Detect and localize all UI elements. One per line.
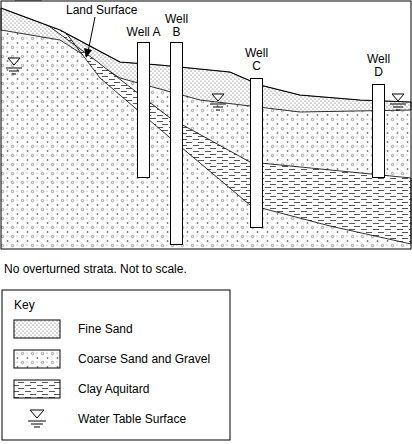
legend-swatch bbox=[14, 320, 60, 338]
section bbox=[1, 1, 411, 249]
well-casing: Well D bbox=[372, 84, 385, 178]
legend-swatch bbox=[28, 410, 46, 427]
note-text: No overturned strata. Not to scale. bbox=[4, 262, 187, 276]
key-title: Key bbox=[14, 298, 35, 312]
well-casing: Well C bbox=[250, 78, 263, 228]
legend-text: Water Table Surface bbox=[78, 412, 186, 426]
well-label: Well B bbox=[160, 13, 194, 39]
key-box bbox=[2, 290, 230, 440]
land-surface-label: Land Surface bbox=[66, 3, 137, 17]
well-label: Well A bbox=[127, 26, 161, 39]
water-table-symbol bbox=[6, 58, 22, 74]
well-casing: Well A bbox=[137, 42, 150, 178]
water-table-symbol bbox=[210, 94, 226, 110]
legend-text: Coarse Sand and Gravel bbox=[78, 352, 210, 366]
water-table-symbols bbox=[6, 58, 406, 110]
well-label: Well D bbox=[362, 53, 396, 79]
coarse-sand-layer bbox=[1, 1, 411, 249]
land-surface-line bbox=[1, 8, 411, 102]
legend-swatch bbox=[14, 350, 60, 368]
legend-text: Clay Aquitard bbox=[78, 382, 149, 396]
water-table-symbol bbox=[390, 94, 406, 110]
land-surface-arrow bbox=[84, 17, 95, 58]
section-border bbox=[1, 1, 411, 249]
legend-swatch bbox=[14, 380, 60, 398]
sky bbox=[1, 1, 411, 102]
well-casing: Well B bbox=[170, 42, 183, 245]
legend-text: Fine Sand bbox=[78, 322, 133, 336]
well-label: Well C bbox=[240, 47, 274, 73]
